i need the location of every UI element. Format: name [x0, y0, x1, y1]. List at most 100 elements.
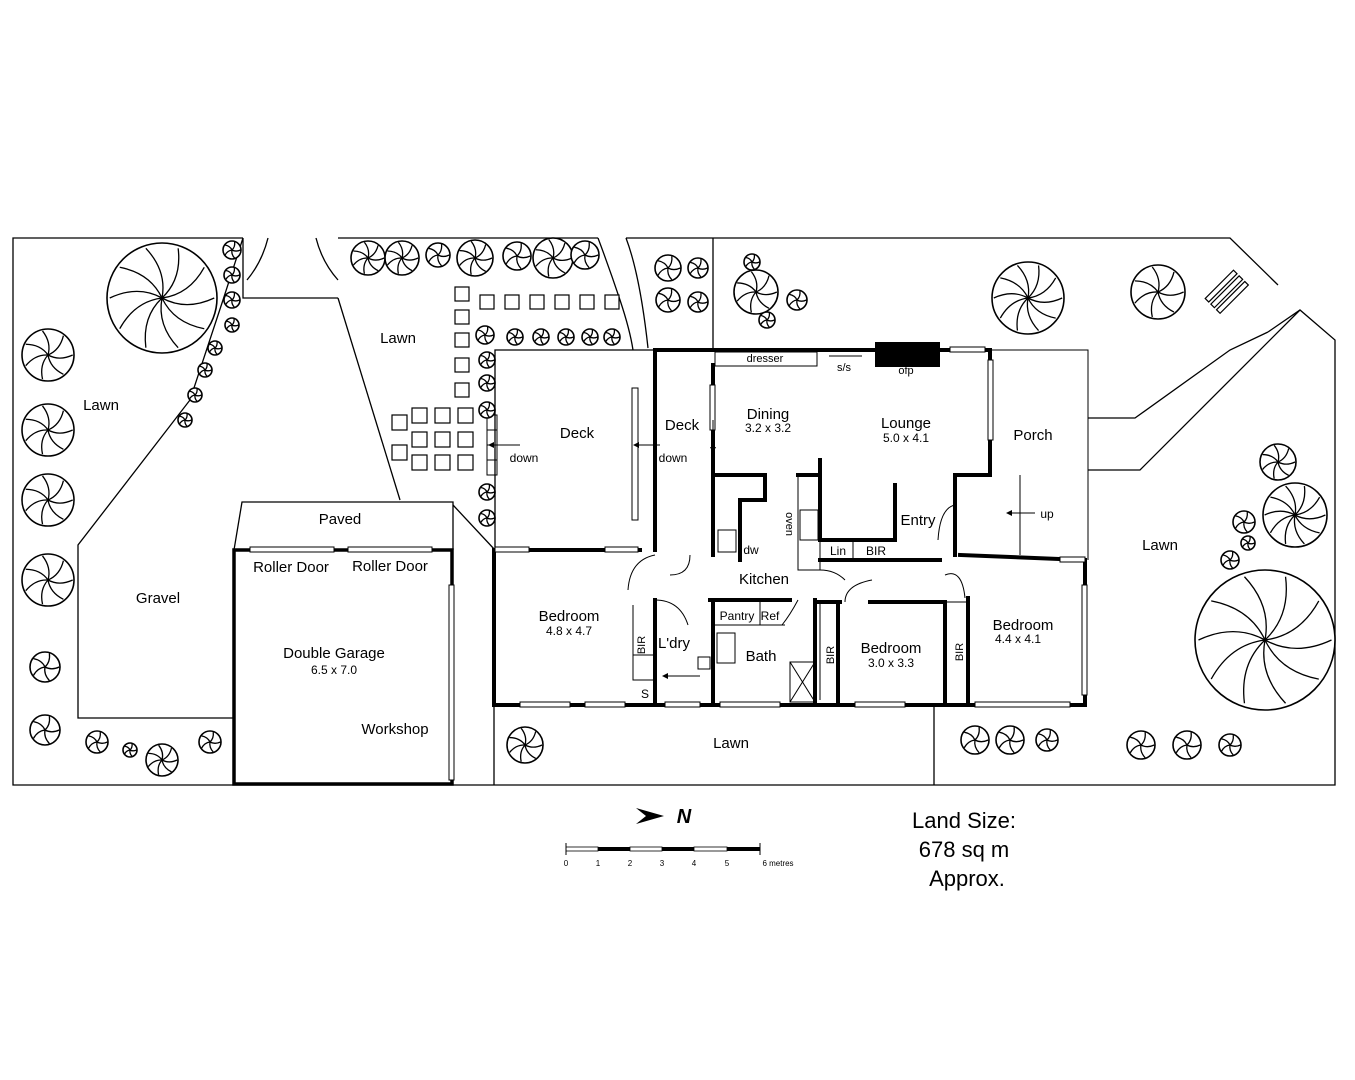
tree-branch	[96, 731, 101, 743]
label-bedroom-1-size: 4.8 x 4.7	[546, 624, 592, 638]
labels: Lawn Lawn Gravel Paved Roller Door Rolle…	[83, 330, 1178, 752]
label-lawn-east: Lawn	[1142, 537, 1178, 554]
tree-branch	[1285, 485, 1297, 516]
label-ref: Ref	[761, 609, 780, 623]
tree-branch	[1009, 727, 1015, 741]
tree-branch	[484, 334, 494, 337]
label-ldry: L'dry	[658, 635, 691, 652]
tree-branch	[1264, 600, 1320, 641]
tree-branch	[1009, 739, 1024, 743]
label-paved: Paved	[319, 511, 362, 528]
tree-branch	[524, 744, 536, 759]
tree-branch	[25, 579, 49, 592]
tree-branch	[47, 579, 64, 600]
tree-branch	[1264, 576, 1287, 641]
tree-branch	[766, 312, 771, 321]
tree-branch	[47, 499, 64, 520]
tree-branch	[993, 293, 1029, 299]
tree-branch	[1027, 277, 1057, 299]
label-bath: Bath	[746, 648, 777, 665]
tree-branch	[535, 257, 554, 267]
tree-branch	[41, 475, 50, 501]
tree-branch	[611, 329, 616, 338]
label-dining-size: 3.2 x 3.2	[745, 421, 791, 435]
label-dw: dw	[743, 543, 759, 557]
tree-branch	[1134, 280, 1159, 293]
tree-branch	[999, 731, 1011, 741]
tree-branch	[41, 499, 49, 525]
tree-branch	[184, 413, 188, 421]
tree-branch	[161, 266, 205, 299]
tree-branch	[44, 666, 60, 670]
label-bedroom-2: Bedroom	[861, 640, 922, 657]
tree-branch	[224, 249, 233, 256]
tree-branch	[1140, 732, 1146, 746]
tree-branch	[1198, 631, 1266, 641]
tree-branch	[119, 297, 163, 330]
tree-branch	[1243, 521, 1255, 524]
tree-branch	[963, 739, 976, 749]
tree-branch	[201, 735, 211, 743]
tree-branch	[789, 293, 798, 301]
label-garage-size: 6.5 x 7.0	[311, 663, 357, 677]
north-label: N	[677, 806, 692, 828]
tree-branch	[47, 560, 65, 581]
tree-branch	[755, 291, 770, 309]
tree-branch	[540, 329, 545, 338]
north-arrow: N	[636, 806, 692, 828]
tree-branch	[25, 418, 49, 431]
tree-branch	[47, 410, 65, 431]
tree-branch	[147, 759, 163, 768]
tree-branch	[657, 260, 669, 269]
label-bedroom-3-size: 4.4 x 4.1	[995, 632, 1041, 646]
tree-branch	[1186, 744, 1201, 748]
tree-branch	[796, 299, 801, 310]
tree-branch	[367, 245, 379, 259]
tree-branch	[697, 292, 702, 303]
scale-tick-1: 1	[596, 859, 601, 868]
tree-branch	[1009, 739, 1015, 754]
tree-branch	[486, 510, 491, 519]
tree-branch	[33, 657, 46, 668]
tree-branch	[486, 402, 491, 411]
label-roller-door-1: Roller Door	[253, 559, 329, 576]
label-up: up	[1040, 507, 1054, 521]
tree-branch	[788, 299, 798, 306]
label-bedroom-3: Bedroom	[993, 617, 1054, 634]
tree-branch	[535, 249, 554, 259]
tree-branch	[428, 247, 439, 256]
tree-branch	[1175, 744, 1188, 754]
label-lin: Lin	[830, 544, 846, 558]
tree-branch	[964, 731, 976, 741]
tree-branch	[41, 354, 49, 380]
tree-branch	[1284, 514, 1296, 544]
arrows	[488, 420, 1035, 679]
tree-branch	[397, 257, 403, 274]
tree-branch	[25, 354, 49, 367]
tree-branch	[144, 297, 163, 348]
tree-branch	[516, 255, 531, 259]
tree-branch	[119, 266, 163, 299]
tree-branch	[796, 299, 807, 302]
tree-branch	[547, 257, 554, 277]
tree-branch	[41, 429, 49, 455]
tree-branch	[401, 257, 419, 261]
tree-branch	[1243, 511, 1248, 523]
tree-branch	[363, 257, 369, 274]
tree-branch	[1134, 291, 1159, 304]
tree-branch	[1263, 639, 1287, 704]
tree-branch	[1264, 639, 1319, 680]
tree-branch	[584, 254, 590, 269]
label-bir-1: BIR	[636, 636, 648, 654]
tree-branch	[1027, 265, 1040, 299]
tree-branch	[158, 744, 164, 761]
tree-branch	[161, 297, 215, 306]
tree-branch	[1293, 514, 1305, 545]
tree-branch	[697, 267, 708, 270]
tree-branch	[161, 297, 205, 330]
tree-branch	[697, 258, 702, 269]
tree-branch	[974, 739, 980, 754]
label-lawn-nw: Lawn	[83, 397, 119, 414]
tree-branch	[1157, 291, 1184, 296]
